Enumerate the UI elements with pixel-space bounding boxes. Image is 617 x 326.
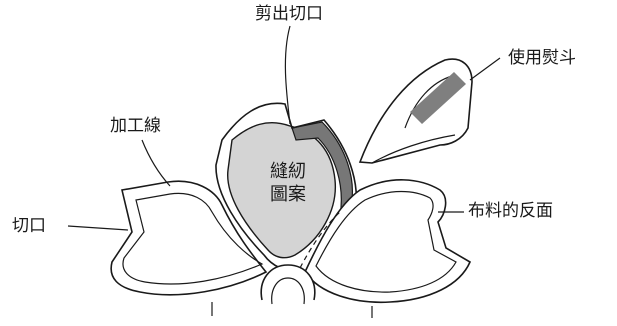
right-petal-dashed-seam xyxy=(299,211,341,269)
seam-pattern-line1: 縫紉 xyxy=(270,161,306,182)
seam-pattern-line2: 圖案 xyxy=(270,184,306,206)
iron-base-line xyxy=(371,134,456,164)
notch-leader xyxy=(67,225,129,231)
iron-sole-line xyxy=(404,75,453,129)
left-petal-inner xyxy=(122,192,264,285)
stitch-line-leader xyxy=(141,139,171,187)
bottom-circle-inner xyxy=(271,277,305,305)
seam-pattern-label: 縫紉 圖案 xyxy=(260,160,316,207)
left-petal-outer xyxy=(110,180,268,296)
bottom-circle-outline xyxy=(260,264,316,301)
use-iron-label: 使用熨斗 xyxy=(508,48,576,68)
cut-notch-label: 剪出切口 xyxy=(255,4,323,24)
cut-notch-leader xyxy=(284,25,291,125)
iron-icon xyxy=(358,58,473,164)
stitch-line-label: 加工線 xyxy=(110,116,161,136)
iron-leader-line xyxy=(469,57,501,81)
seam-pattern-shape xyxy=(227,122,336,259)
notch-label: 切口 xyxy=(12,216,46,236)
fabric-reverse-label: 布料的反面 xyxy=(468,201,553,221)
right-petal-outer xyxy=(304,179,472,304)
iron-handle xyxy=(410,72,466,124)
right-petal-inner xyxy=(315,190,457,293)
